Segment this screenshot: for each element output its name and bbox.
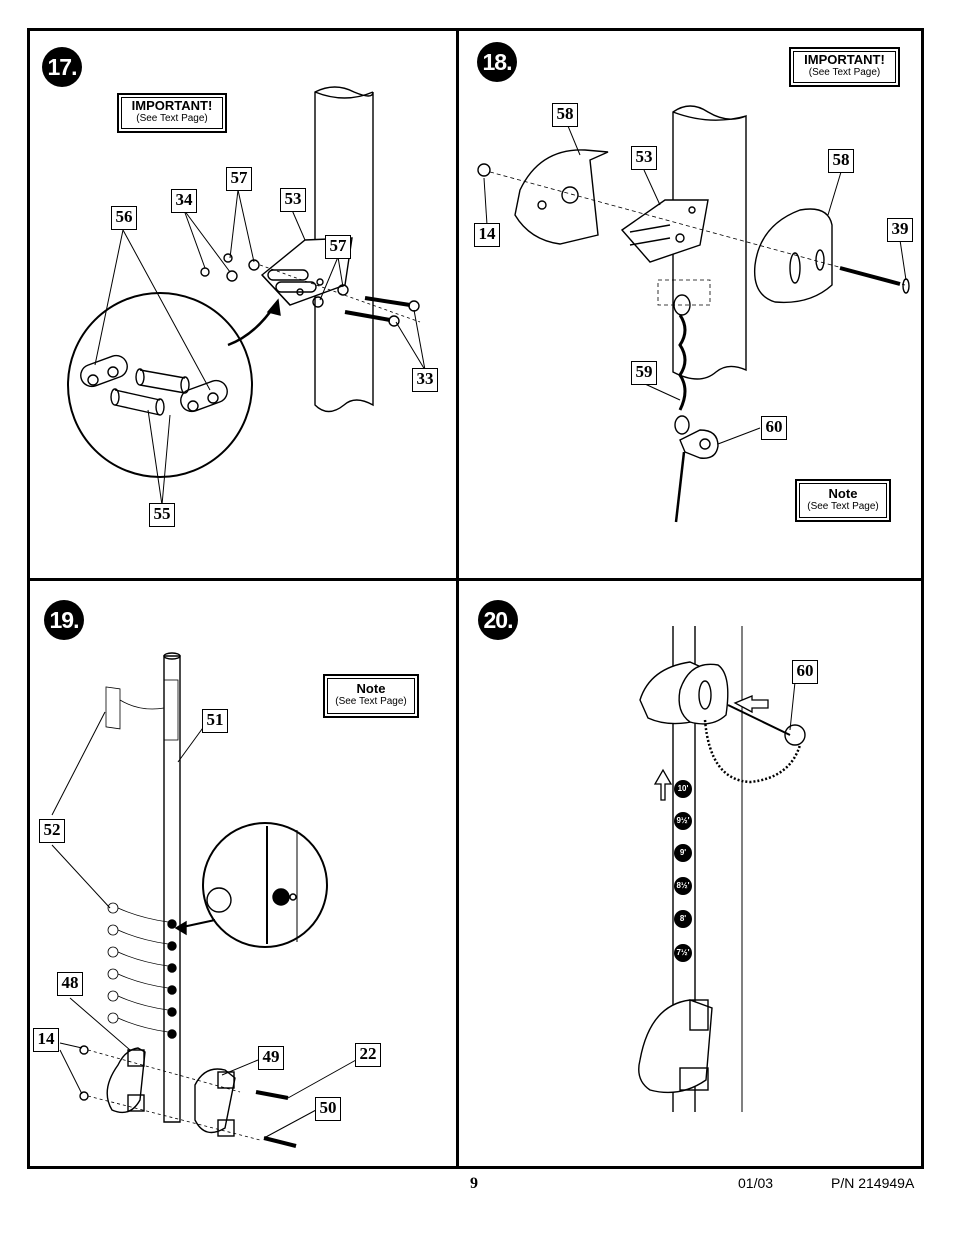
note-subtitle: (See Text Page) (807, 501, 879, 512)
notice-title: IMPORTANT! (131, 98, 213, 113)
step18-bracket-illustration (620, 199, 709, 263)
part-callout: 57 (325, 235, 351, 259)
revision-date: 01/03 (738, 1175, 774, 1191)
notice-subtitle: (See Text Page) (136, 113, 208, 124)
step19-lower-clamp-left (106, 1047, 146, 1114)
note-title: Note (356, 681, 386, 696)
horizontal-divider (27, 578, 924, 581)
part-callout: 22 (355, 1043, 381, 1067)
step20-top-cover (639, 661, 806, 784)
part-callout: 60 (761, 416, 787, 440)
part-callout: 58 (828, 149, 854, 173)
notice-subtitle: (See Text Page) (808, 67, 881, 78)
part-callout: 52 (39, 819, 65, 843)
step-18-number: 18. (477, 42, 517, 82)
part-callout: 39 (887, 218, 913, 242)
height-decal: 10' (674, 780, 692, 798)
step-20-number: 20. (478, 600, 518, 640)
part-callout: 50 (315, 1097, 341, 1121)
height-decal: 7½' (674, 944, 692, 962)
part-callout: 57 (226, 167, 252, 191)
part-callout: 33 (412, 368, 438, 392)
part-callout: 14 (33, 1028, 59, 1052)
step18-right-cover-illustration (753, 208, 910, 304)
step19-pole-illustration (105, 652, 181, 1123)
part-callout: 51 (202, 709, 228, 733)
part-callout: 56 (111, 206, 137, 230)
part-number: P/N 214949A (831, 1175, 915, 1191)
height-decal: 8' (674, 910, 692, 928)
part-callout: 48 (57, 972, 83, 996)
part-callout: 60 (792, 660, 818, 684)
note-subtitle: (See Text Page) (335, 696, 407, 707)
page-frame (27, 28, 924, 1169)
step17-bracket-illustration (200, 237, 421, 327)
step18-left-cover-illustration (514, 149, 609, 245)
part-callout: 55 (149, 503, 175, 527)
step20-bottom-clamp (638, 999, 713, 1094)
height-decal: 9½' (674, 812, 692, 830)
part-callout: 59 (631, 361, 657, 385)
step19-height-decals (107, 699, 169, 1033)
part-callout: 34 (171, 189, 197, 213)
note-title: Note (828, 486, 858, 501)
height-decal: 9' (674, 844, 692, 862)
vertical-divider (456, 28, 459, 1169)
notice-title: IMPORTANT! (804, 52, 885, 67)
step17-important-notice: IMPORTANT! (See Text Page) (117, 93, 227, 133)
step19-lower-clamp-right (194, 1068, 236, 1137)
part-callout: 14 (474, 223, 500, 247)
step19-note: Note (See Text Page) (323, 674, 419, 718)
step17-detail-circle (67, 292, 253, 478)
part-callout: 58 (552, 103, 578, 127)
part-callout: 49 (258, 1046, 284, 1070)
part-callout: 53 (631, 146, 657, 170)
page-number: 9 (470, 1175, 478, 1192)
step18-note: Note (See Text Page) (795, 479, 891, 522)
height-decal: 8½' (674, 877, 692, 895)
step18-post-illustration (657, 105, 747, 380)
part-callout: 53 (280, 188, 306, 212)
step-17-number: 17. (42, 47, 82, 87)
step18-important-notice: IMPORTANT! (See Text Page) (789, 47, 900, 87)
step19-detail-circle (202, 822, 328, 948)
step-19-number: 19. (44, 600, 84, 640)
